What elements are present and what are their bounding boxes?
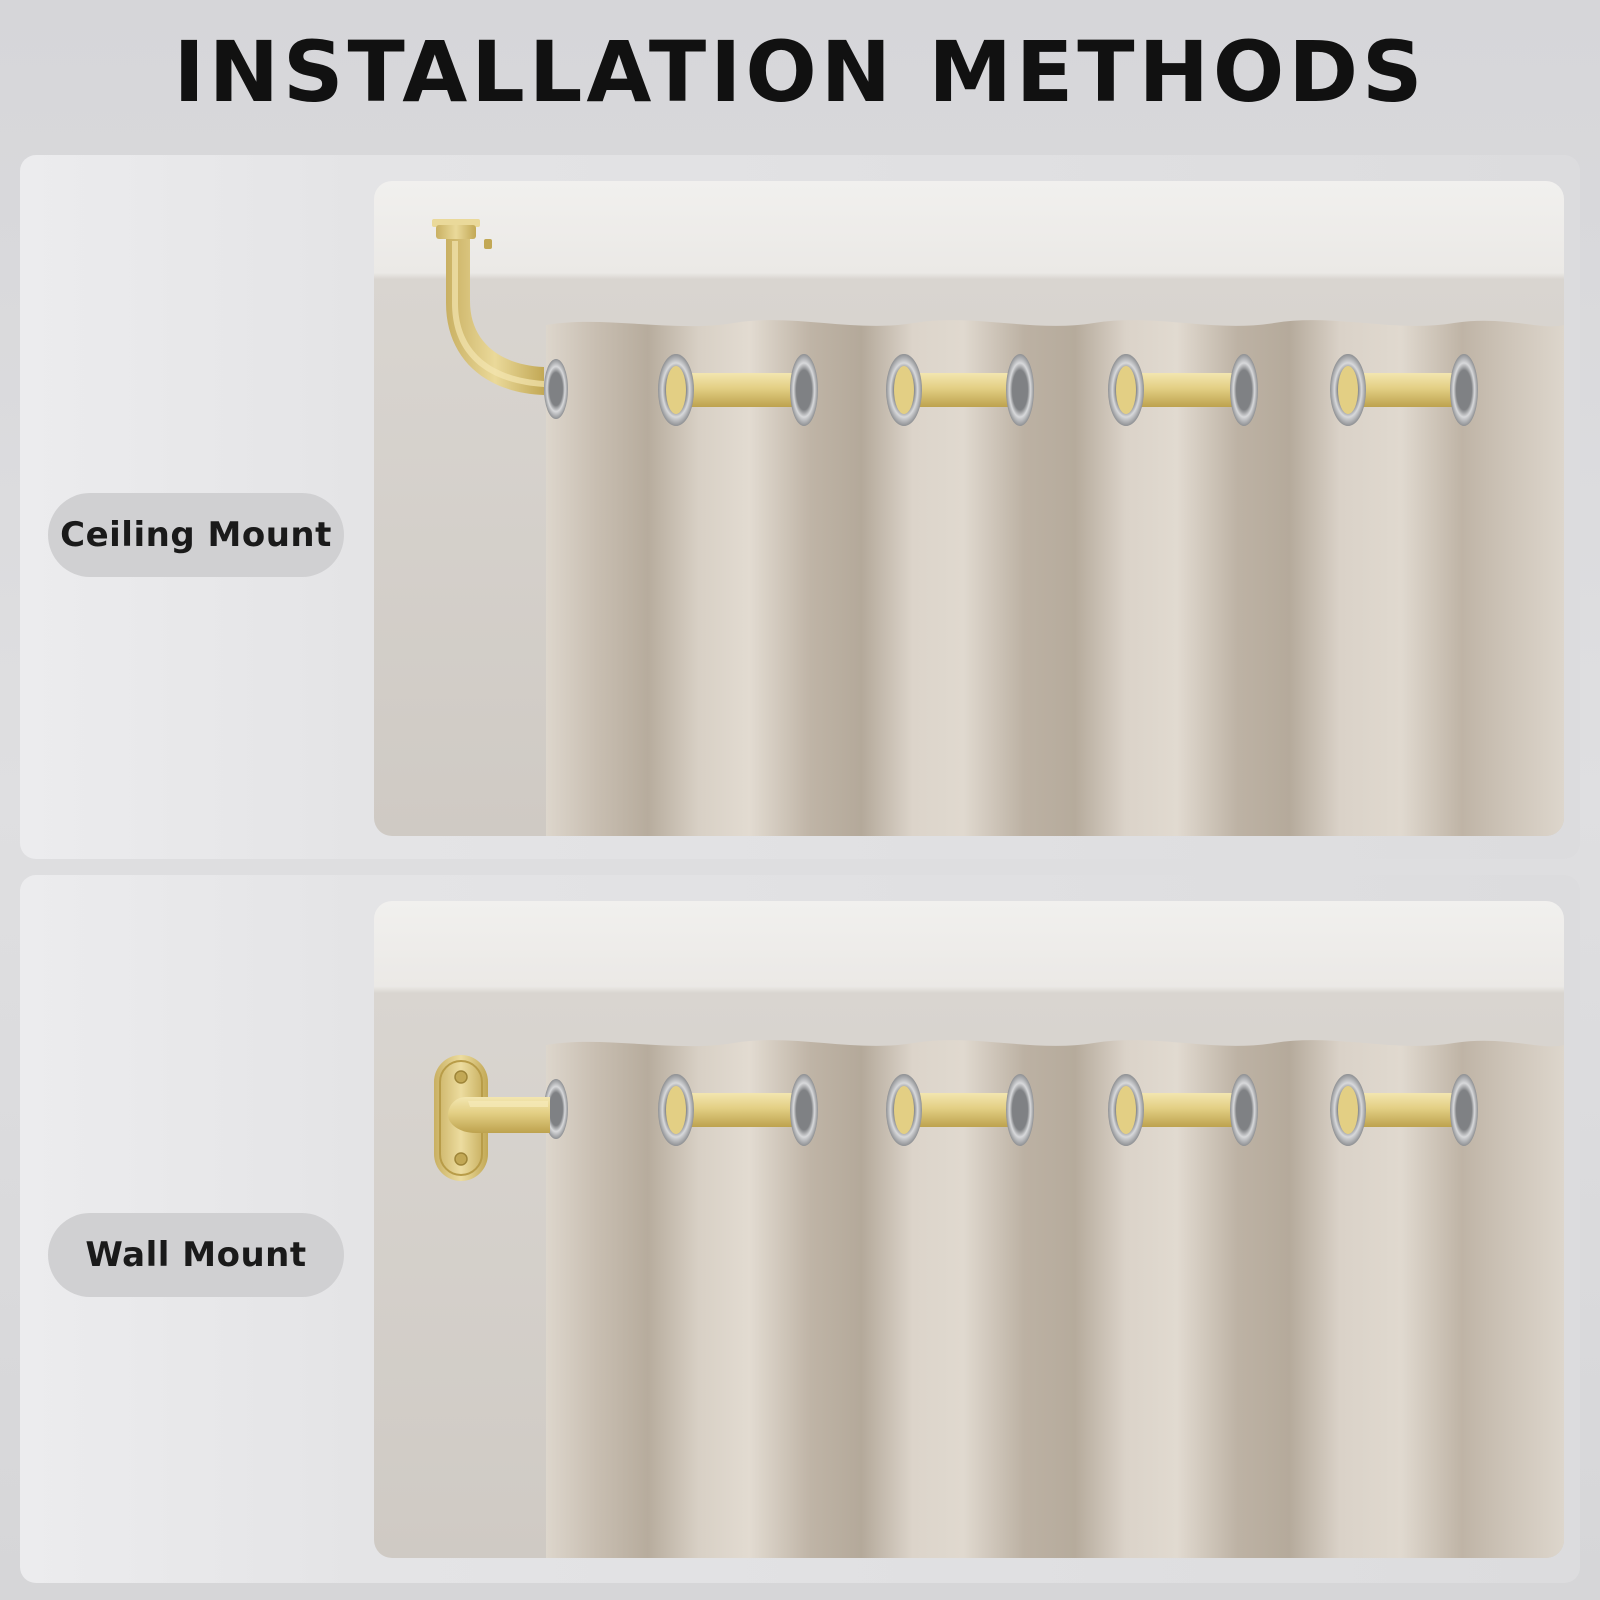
wall-mount-label: Wall Mount (48, 1213, 344, 1297)
ceiling-mount-illustration (374, 181, 1564, 836)
ceiling-bracket-icon (432, 219, 544, 395)
wall-bracket-icon (434, 1055, 550, 1181)
ceiling-mount-label: Ceiling Mount (48, 493, 344, 577)
rod-and-grommets (544, 1074, 1478, 1146)
wall-mount-illustration (374, 901, 1564, 1558)
page-title: INSTALLATION METHODS (173, 23, 1427, 121)
ceiling-mount-panel: Ceiling Mount (20, 155, 1580, 859)
wall-mount-panel: Wall Mount (20, 875, 1580, 1583)
rod-and-grommets (544, 354, 1478, 426)
